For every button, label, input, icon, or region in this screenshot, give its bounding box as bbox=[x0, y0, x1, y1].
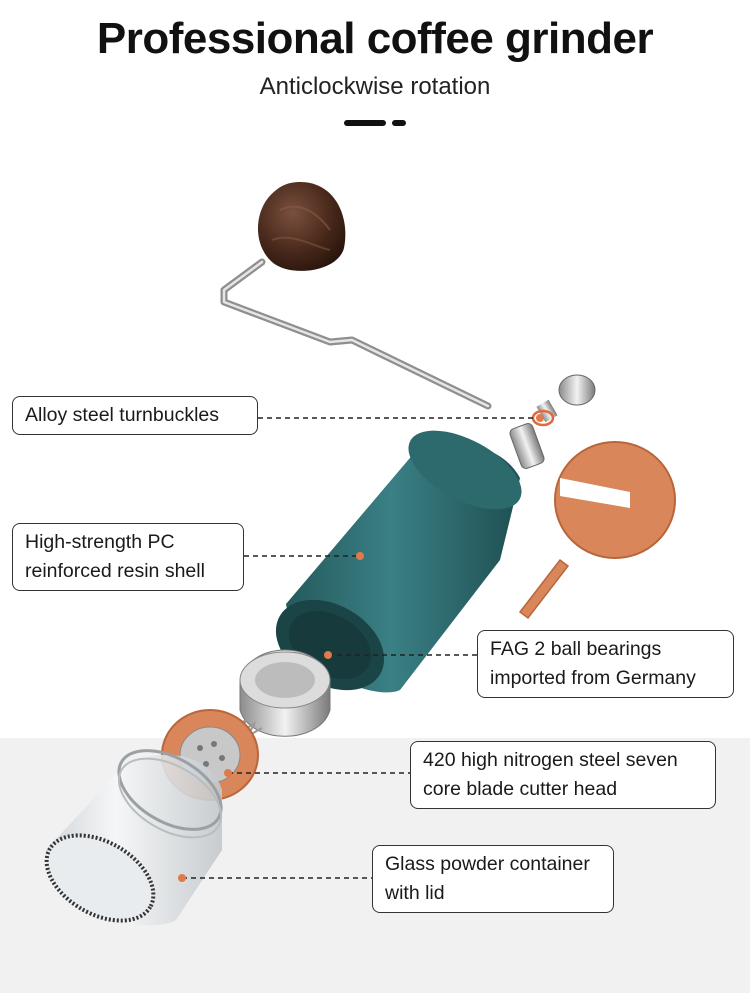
title-divider-short bbox=[392, 120, 406, 126]
callout-line: 420 high nitrogen steel seven bbox=[423, 749, 678, 771]
wooden-knob bbox=[257, 182, 346, 271]
glass-container bbox=[44, 749, 223, 926]
orange-lid-disc bbox=[554, 441, 676, 559]
title-divider-long bbox=[344, 120, 386, 126]
callout-line: Alloy steel turnbuckles bbox=[25, 404, 220, 426]
leader-lines bbox=[178, 414, 544, 882]
callout-line: core blade cutter head bbox=[423, 778, 618, 800]
ball-bearing-ring bbox=[239, 649, 331, 737]
callout-line: FAG 2 ball bearings bbox=[490, 638, 662, 660]
page-subtitle: Anticlockwise rotation bbox=[259, 73, 491, 100]
callout-glass-container: Glass powder container with lid bbox=[372, 845, 614, 913]
callout-line: imported from Germany bbox=[490, 667, 696, 689]
callout-alloy-steel-turnbuckles: Alloy steel turnbuckles bbox=[12, 396, 258, 435]
callout-line: Glass powder container bbox=[385, 853, 590, 875]
crank-handle bbox=[220, 258, 492, 410]
callout-fag-ball-bearings: FAG 2 ball bearings imported from German… bbox=[477, 630, 734, 698]
callout-line: with lid bbox=[385, 882, 445, 904]
callout-pc-resin-shell: High-strength PC reinforced resin shell bbox=[12, 523, 244, 591]
page-title: Professional coffee grinder bbox=[96, 14, 654, 63]
callout-steel-cutter-head: 420 high nitrogen steel seven core blade… bbox=[410, 741, 716, 809]
orange-strip bbox=[518, 558, 570, 620]
callout-line: High-strength PC bbox=[25, 531, 175, 553]
callout-line: reinforced resin shell bbox=[25, 560, 205, 582]
